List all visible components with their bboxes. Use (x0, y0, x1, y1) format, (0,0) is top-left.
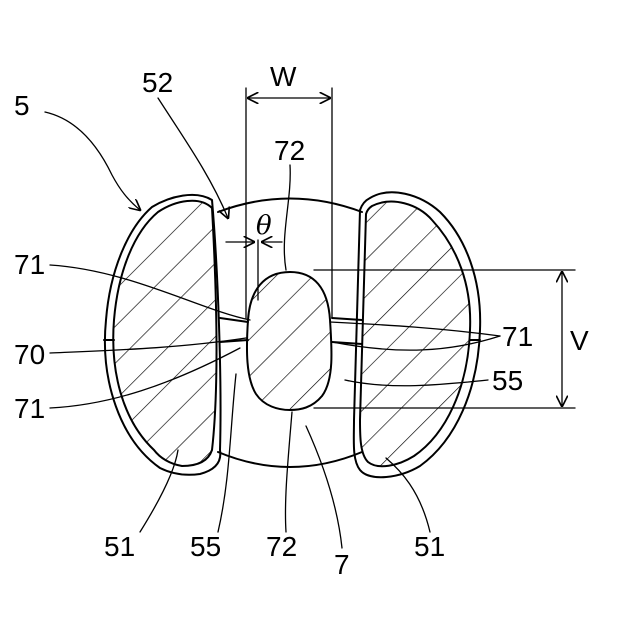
label-7: 7 (334, 549, 350, 580)
label-w: W (270, 61, 297, 92)
label-51-left: 51 (104, 531, 135, 562)
label-theta: θ (256, 211, 272, 241)
label-72-bottom: 72 (266, 531, 297, 562)
label-55-bottom: 55 (190, 531, 221, 562)
label-70: 70 (14, 339, 45, 370)
label-5: 5 (14, 90, 30, 121)
label-71-lower-left: 71 (14, 393, 45, 424)
label-52: 52 (142, 67, 173, 98)
left-section-51 (113, 201, 216, 466)
center-member-7 (247, 272, 332, 410)
label-71-right: 71 (502, 321, 533, 352)
label-55-right: 55 (492, 365, 523, 396)
label-51-right: 51 (414, 531, 445, 562)
label-71-upper-left: 71 (14, 249, 45, 280)
label-72-top: 72 (274, 135, 305, 166)
label-v: V (570, 325, 589, 356)
